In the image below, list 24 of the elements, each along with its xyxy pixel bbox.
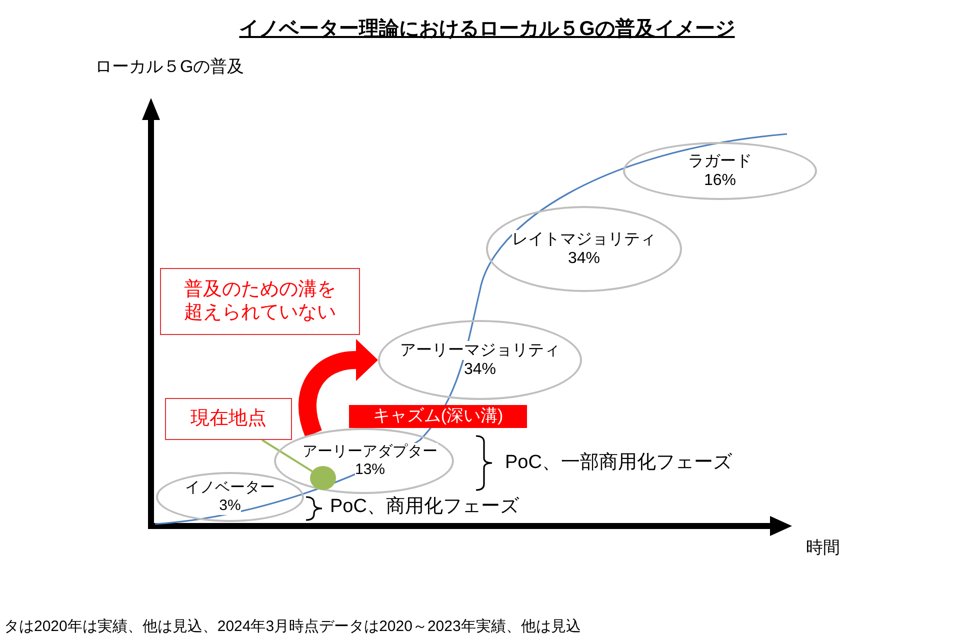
- chasm-banner: [349, 405, 527, 428]
- axis-label: 時間: [806, 538, 840, 558]
- segment-ellipse: [274, 428, 454, 494]
- segment-ellipse: [623, 142, 817, 200]
- diagram-title: イノベーター理論におけるローカル５Gの普及イメージ: [239, 17, 735, 41]
- segment-name: レイトマジョリティ: [512, 230, 656, 249]
- segment-name: ラガード: [688, 152, 752, 171]
- phase-label: PoC、一部商用化フェーズ: [505, 452, 732, 475]
- position-dot: [310, 466, 336, 490]
- footnote: タは2020年は実績、他は見込、2024年3月時点データは2020～2023年実績、他は見込: [4, 618, 581, 636]
- segment-name: イノベーター: [185, 479, 275, 497]
- callout-box: [160, 268, 360, 335]
- share-percent: 3%: [219, 497, 241, 515]
- axis-label: ローカル５Gの普及: [95, 57, 244, 78]
- callout-text: 現在地点: [190, 408, 266, 430]
- phase-label: PoC、商用化フェーズ: [330, 496, 519, 519]
- banner-text: キャズム(深い溝): [372, 406, 504, 427]
- callout-box: [165, 398, 292, 440]
- segment-name: アーリーマジョリティ: [400, 340, 560, 360]
- segment-ellipse: [486, 206, 682, 292]
- segment-ellipse: [156, 472, 304, 522]
- segment-name: アーリーアダプター: [302, 443, 438, 461]
- leader-line: [262, 439, 313, 472]
- segment-ellipse: [378, 320, 582, 400]
